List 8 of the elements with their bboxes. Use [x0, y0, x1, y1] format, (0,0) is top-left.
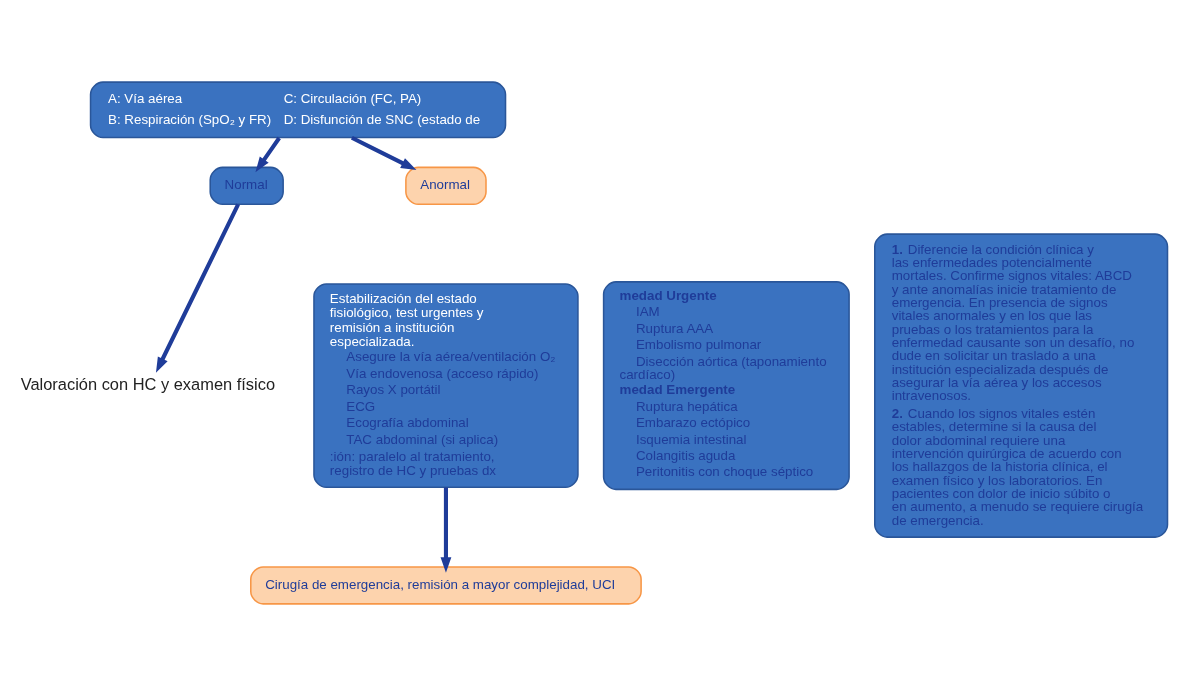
arrow [440, 487, 452, 573]
arrow [155, 203, 240, 373]
node-text: Valoración con HC y examen físico [20, 374, 276, 393]
node-box: A: Vía aérea C: Circulación (FC, PA) B: Respiración (SpO₂ y FR) D: Disfunción de SNC (estado de [89, 80, 507, 138]
node-box: Anormal [405, 166, 487, 205]
arrow [350, 135, 417, 170]
node-box: Cirugía de emergencia, remisión a mayor complejidad, UCI [250, 565, 642, 605]
arrow [255, 136, 281, 172]
